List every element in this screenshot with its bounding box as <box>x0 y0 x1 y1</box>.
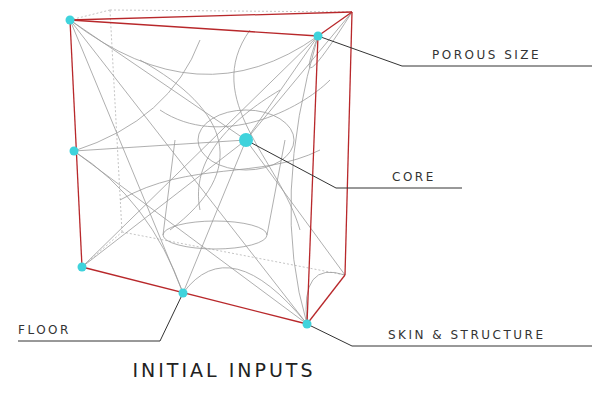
leader-lines <box>18 36 592 346</box>
hidden-edges <box>70 10 352 275</box>
part-label: FLOOR <box>18 324 71 336</box>
part-label: POROUS SIZE <box>432 49 541 61</box>
cube-edges <box>70 12 352 324</box>
part-label: SKIN & STRUCTURE <box>388 329 545 341</box>
input-points <box>66 16 323 329</box>
part-label: CORE <box>392 171 436 183</box>
caption: INITIAL INPUTS <box>132 361 315 380</box>
inner-geometry <box>70 10 352 324</box>
